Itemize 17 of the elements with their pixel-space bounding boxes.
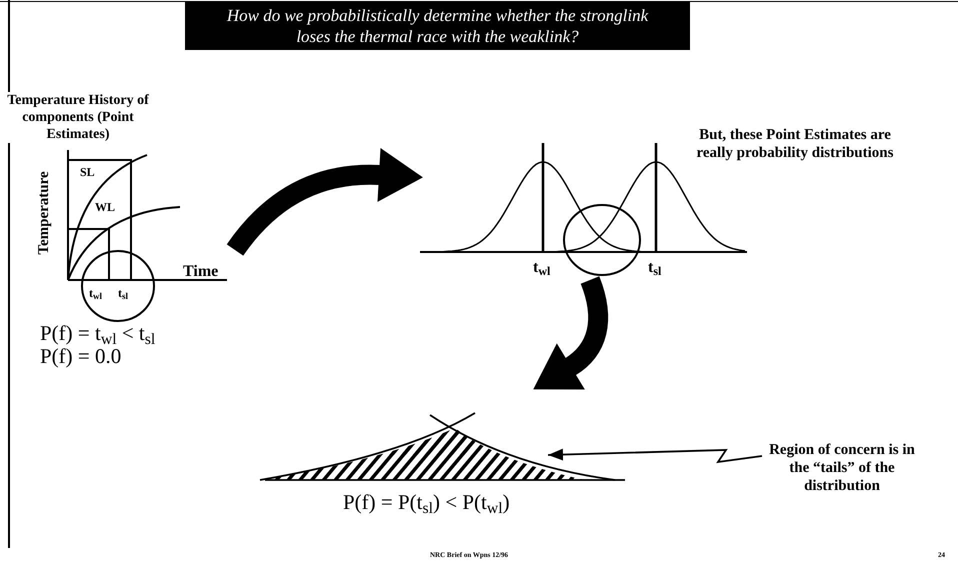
curve-label: WL [95, 199, 116, 216]
curved-arrow [226, 148, 423, 256]
formula: P(f) = 0.0 [40, 345, 122, 368]
tick-label: t$_{wl}$ [533, 258, 550, 280]
tick-label: t$_{sl}$ [648, 258, 662, 280]
formula: P(f) = P(t$_{sl}$) < P(t$_{wl}$) [343, 489, 510, 518]
annotation-text: But, these Point Estimates are really probability distributions [696, 126, 894, 162]
curved-arrow [534, 276, 608, 392]
formula: P(f) = t$_{wl}$ < t$_{sl}$ [40, 322, 156, 345]
tick-label: t$_{wl}$ [89, 285, 102, 302]
tick-label: t$_{sl}$ [118, 285, 128, 302]
curve-label: SL [80, 164, 95, 181]
leader-arrow [548, 448, 762, 464]
title-banner: How do we probabilistically determine whether the stronglink loses the thermal race with the weaklink? [185, 2, 690, 50]
callout-text: Region of concern is in the “tails” of the distribution [762, 436, 922, 500]
axis-label: Temperature [35, 170, 53, 257]
axis-label: Time [183, 262, 218, 282]
